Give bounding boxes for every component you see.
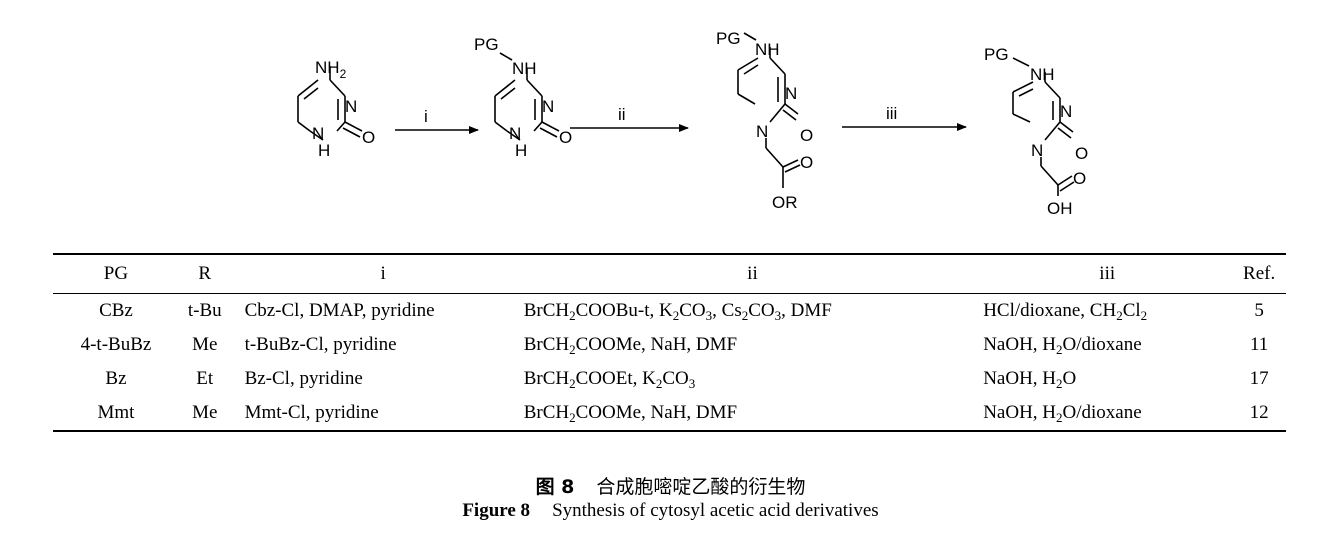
nh-label: NH bbox=[512, 59, 537, 78]
ring-h-label: H bbox=[318, 141, 330, 160]
step-iii-label: iii bbox=[886, 104, 897, 123]
cell-step-ii: BrCH2COOEt, K2CO3 bbox=[523, 368, 696, 391]
table-row: CBz t-Bu Cbz-Cl, DMAP, pyridine BrCH2COOBu-… bbox=[53, 294, 1286, 329]
cell-step-i: Cbz-Cl, DMAP, pyridine bbox=[244, 300, 435, 321]
ester-o-label: O bbox=[800, 153, 813, 172]
step-ii-label: ii bbox=[618, 105, 626, 124]
ring-n-label: N bbox=[542, 97, 554, 116]
header-step-ii: ii bbox=[522, 253, 983, 294]
nh-label: NH bbox=[755, 40, 780, 59]
ring-n1-label: N bbox=[1031, 141, 1043, 160]
carbonyl-o-label: O bbox=[800, 126, 813, 145]
carbonyl-o-label: O bbox=[559, 128, 572, 147]
cell-step-iii: HCl/dioxane, CH2Cl2 bbox=[983, 300, 1148, 323]
cell-pg: Bz bbox=[105, 368, 127, 389]
ring-nh-label: N bbox=[509, 124, 521, 143]
reaction-scheme: NH2 N N H O i PG NH N N H O ii bbox=[297, 29, 1088, 218]
cell-r: Me bbox=[178, 396, 231, 432]
cell-pg: CBz bbox=[99, 300, 133, 321]
ring-nh-label: N bbox=[312, 124, 324, 143]
header-ref: Ref. bbox=[1232, 253, 1286, 294]
cell-r: Et bbox=[196, 368, 214, 389]
cell-pg: Mmt bbox=[53, 396, 179, 432]
step-i-label: i bbox=[424, 107, 428, 126]
table-header-row: PG R i ii iii Ref. bbox=[53, 253, 1286, 294]
carbonyl-o-label: O bbox=[1075, 144, 1088, 163]
table-row: 4-t-BuBz Me t-BuBz-Cl, pyridine BrCH2COOMe,… bbox=[53, 328, 1286, 362]
pg-label: PG bbox=[984, 45, 1009, 64]
cell-r: t-Bu bbox=[187, 300, 222, 321]
table-row: Bz Et Bz-Cl, pyridine BrCH2COOEt, K2CO3 NaOH… bbox=[53, 362, 1286, 396]
caption-cn-text: 合成胞嘧啶乙酸的衍生物 bbox=[596, 476, 806, 498]
cell-r: Me bbox=[192, 334, 218, 355]
acid-o-label: O bbox=[1073, 169, 1086, 188]
caption-cn-label: 图 8 bbox=[535, 476, 575, 498]
cell-ref: 17 bbox=[1249, 368, 1269, 389]
caption-en-text: Synthesis of cytosyl acetic acid derivat… bbox=[552, 500, 879, 521]
cell-step-ii: BrCH2COOMe, NaH, DMF bbox=[522, 396, 983, 432]
cell-step-iii: NaOH, H2O/dioxane bbox=[982, 396, 1233, 432]
cytosyl-acetic-acid-structure: PG NH N N O O OH bbox=[984, 45, 1088, 218]
cell-step-iii: NaOH, H2O bbox=[983, 368, 1077, 391]
pg-label: PG bbox=[474, 35, 499, 54]
ring-n1-label: N bbox=[756, 122, 768, 141]
cell-step-ii: BrCH2COOMe, NaH, DMF bbox=[523, 334, 738, 357]
cell-pg: 4-t-BuBz bbox=[80, 334, 152, 355]
reagent-table: PG R i ii iii Ref. CBz t-Bu Cbz-Cl, DMAP, … bbox=[53, 253, 1286, 432]
cell-step-i: t-BuBz-Cl, pyridine bbox=[244, 334, 397, 355]
protected-cytosine-structure: PG NH N N H O bbox=[474, 35, 572, 160]
ring-n3-label: N bbox=[1060, 102, 1072, 121]
caption-chinese: 图 8 合成胞嘧啶乙酸的衍生物 bbox=[0, 472, 1341, 499]
cell-step-ii: BrCH2COOBu-t, K2CO3, Cs2CO3, DMF bbox=[523, 300, 832, 323]
cell-ref: 5 bbox=[1254, 300, 1264, 321]
ring-n3-label: N bbox=[785, 84, 797, 103]
caption-english: Figure 8 Synthesis of cytosyl acetic acid… bbox=[0, 500, 1341, 522]
ring-h-label: H bbox=[515, 141, 527, 160]
caption-en-label: Figure 8 bbox=[462, 500, 531, 521]
cytosyl-ester-structure: PG NH N N O O OR bbox=[716, 29, 813, 212]
pg-label: PG bbox=[716, 29, 741, 48]
ring-n-label: N bbox=[345, 97, 357, 116]
cell-ref: 11 bbox=[1249, 334, 1269, 355]
header-step-iii: iii bbox=[982, 253, 1233, 294]
header-r: R bbox=[178, 253, 231, 294]
cell-step-i: Mmt-Cl, pyridine bbox=[230, 396, 523, 432]
nh-label: NH bbox=[1030, 65, 1055, 84]
amine-label: NH2 bbox=[315, 58, 347, 81]
cell-step-i: Bz-Cl, pyridine bbox=[244, 368, 363, 389]
cytosine-structure: NH2 N N H O bbox=[297, 58, 375, 160]
carbonyl-o-label: O bbox=[362, 128, 375, 147]
header-step-i: i bbox=[230, 253, 523, 294]
oh-label: OH bbox=[1047, 199, 1073, 218]
cell-ref: 12 bbox=[1232, 396, 1286, 432]
or-label: OR bbox=[772, 193, 798, 212]
cell-step-iii: NaOH, H2O/dioxane bbox=[983, 334, 1142, 357]
header-pg: PG bbox=[53, 253, 179, 294]
